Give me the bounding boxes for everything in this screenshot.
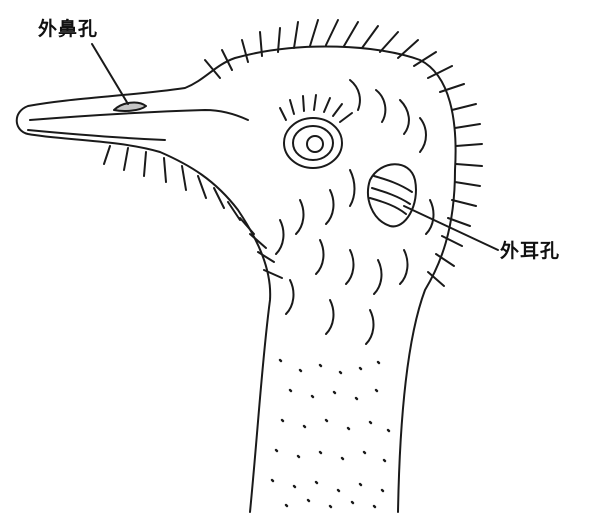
eye-pupil: [307, 136, 323, 152]
ear-feathers: [370, 176, 412, 214]
neck-stipple: [272, 360, 389, 507]
nostril-mark: [114, 103, 146, 111]
eye-inner: [293, 126, 333, 160]
ear-pointer: [404, 206, 498, 250]
beak-line: [30, 110, 248, 120]
nostril-label: 外鼻孔: [38, 14, 98, 41]
nostril-pointer: [92, 44, 128, 104]
beak-lower-line: [28, 130, 165, 140]
ear-opening-label: 外耳孔: [500, 236, 560, 263]
throat-bristles: [104, 146, 282, 278]
face-feathers: [276, 80, 433, 344]
